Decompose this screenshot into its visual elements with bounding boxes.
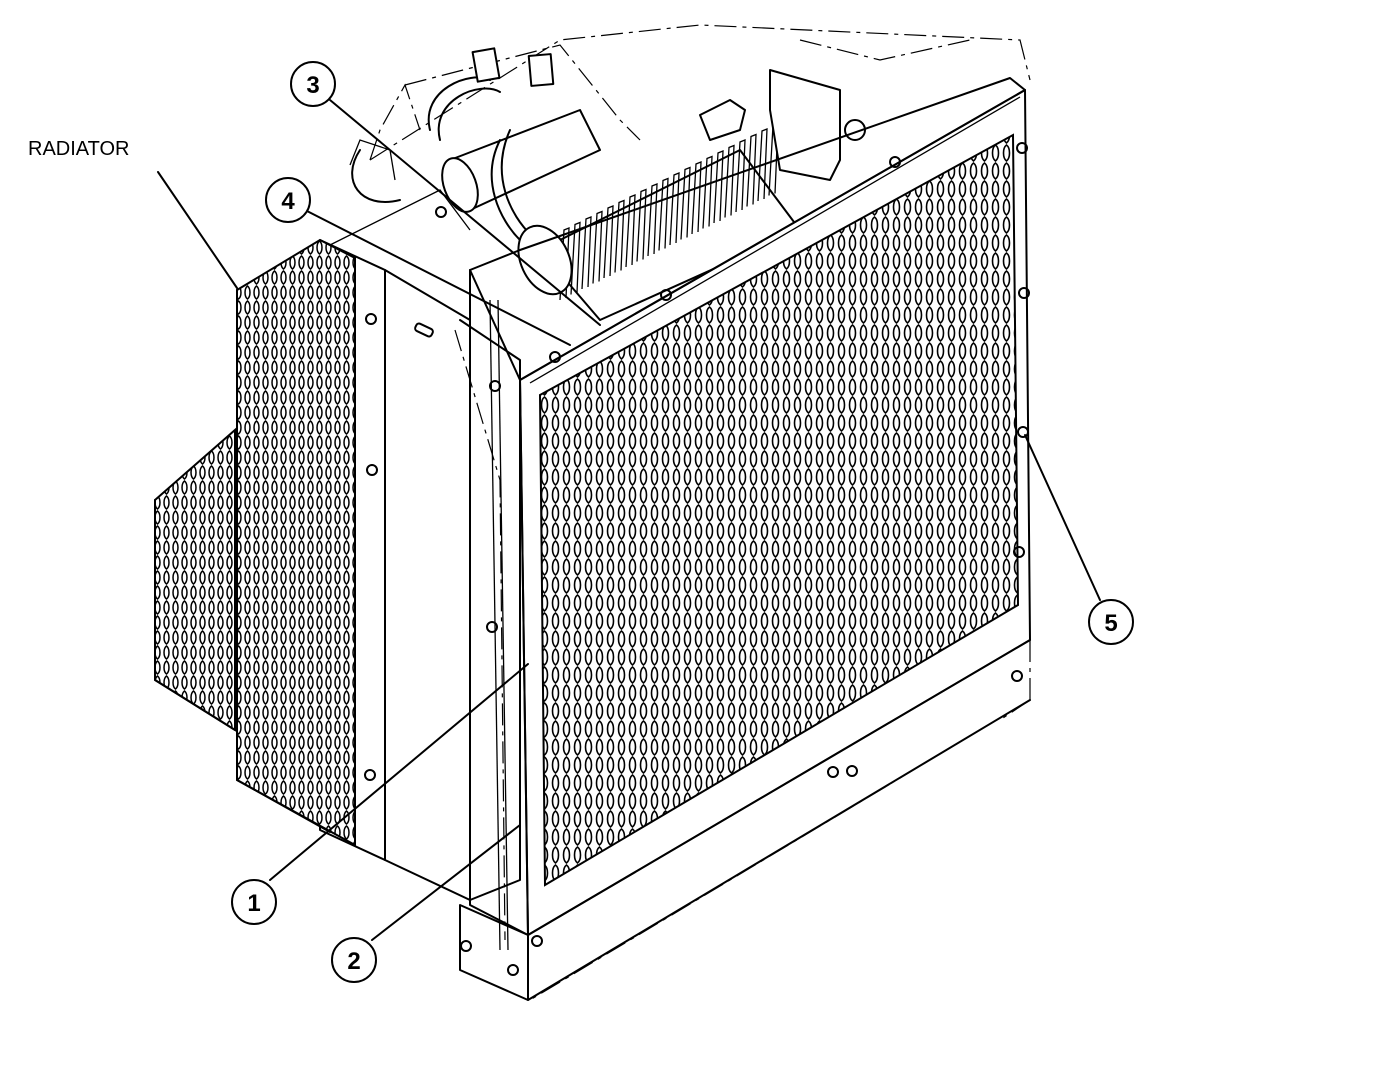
cooler-fin	[713, 150, 724, 224]
bolt	[1018, 287, 1030, 299]
cooler-fin	[735, 139, 746, 213]
coolant-hoses	[351, 47, 601, 241]
bolt	[460, 940, 472, 952]
cooler-fin	[581, 216, 592, 290]
callout-5-leader	[1024, 434, 1101, 601]
bolt	[364, 769, 376, 781]
bolt	[435, 206, 447, 218]
bolt	[366, 464, 378, 476]
front-grille-mesh	[538, 133, 1020, 887]
radiator-label: RADIATOR	[28, 138, 130, 160]
cooler-fin	[625, 194, 636, 268]
front-grille-assembly	[459, 77, 1031, 1001]
cooler-fin	[724, 144, 735, 218]
bolt	[660, 289, 672, 301]
cooler-fin	[680, 166, 691, 240]
callout-3-number: 3	[306, 72, 319, 99]
callout-4-number: 4	[281, 188, 295, 215]
bolt	[1011, 670, 1023, 682]
cooler-fin	[592, 210, 603, 284]
bolt	[1016, 142, 1028, 154]
cooler-fin	[702, 155, 713, 229]
callout-1-leader	[269, 663, 529, 881]
leader-lines	[157, 99, 1101, 941]
bolt	[549, 351, 561, 363]
callout-1: 1	[231, 879, 277, 925]
callout-3-leader	[329, 99, 601, 326]
callout-2-number: 2	[347, 948, 360, 975]
cooler-fin	[636, 188, 647, 262]
bolt	[1013, 546, 1025, 558]
bolt	[889, 156, 901, 168]
cooler-fin	[647, 183, 658, 257]
cooler-fin	[746, 133, 757, 207]
callout-1-number: 1	[247, 890, 260, 917]
cooler-fin	[570, 221, 581, 295]
bolt	[507, 964, 519, 976]
bolt	[365, 313, 377, 325]
cooler-fin	[691, 161, 702, 235]
bolt	[531, 935, 543, 947]
bolt	[1017, 426, 1029, 438]
callout-2: 2	[331, 937, 377, 983]
mounting-bolts	[364, 142, 1030, 976]
lower-grille-mesh	[154, 427, 236, 732]
cooler-fin	[669, 172, 680, 246]
cooler-fin	[658, 177, 669, 251]
bolt	[827, 766, 839, 778]
side-panel-assembly	[154, 238, 521, 941]
callout-5-number: 5	[1104, 610, 1117, 637]
bolt	[489, 380, 501, 392]
bolt	[846, 765, 858, 777]
cooler-fin	[614, 199, 625, 273]
callout-5: 5	[1088, 599, 1134, 645]
radiator-leader	[157, 171, 238, 289]
callout-2-leader	[371, 824, 521, 941]
callout-4-leader	[304, 209, 571, 346]
bolt	[486, 621, 498, 633]
callout-3: 3	[290, 61, 336, 107]
side-grille-mesh	[236, 238, 356, 847]
callout-4: 4	[265, 177, 311, 223]
cooler-fin	[603, 205, 614, 279]
